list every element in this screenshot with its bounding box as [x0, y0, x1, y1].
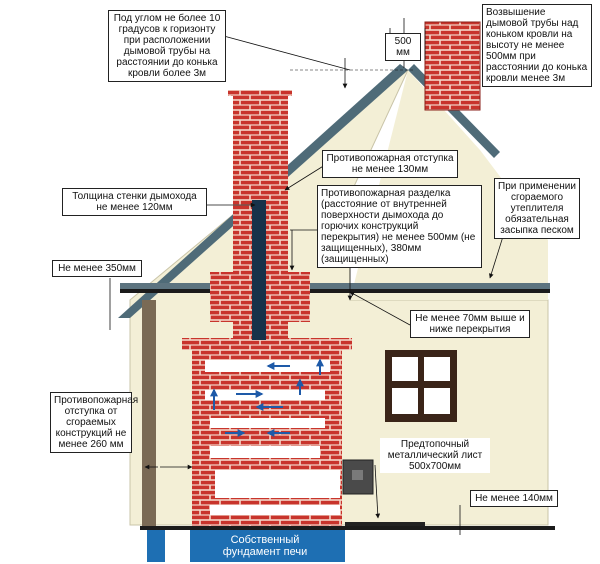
label-chimney-height-note: Возвышение дымовой трубы над коньком кро…: [482, 4, 592, 87]
stove-door-inner: [352, 470, 363, 480]
label-wall-thickness: Толщина стенки дымохода не менее 120мм: [62, 188, 207, 216]
firebox: [215, 470, 340, 498]
channel-1: [205, 360, 330, 372]
flow-arrows: [210, 358, 324, 437]
ceiling-slab: [120, 283, 550, 289]
window: [385, 350, 457, 422]
floor-line: [140, 526, 555, 530]
label-foundation: Собственный фундамент печи: [222, 534, 308, 558]
label-chimney-height-value: 500 мм: [385, 33, 421, 61]
label-min-350: Не менее 350мм: [52, 260, 142, 277]
label-angle-note: Под углом не более 10 градусов к горизон…: [108, 10, 226, 82]
side-wall: [142, 300, 156, 530]
flue-channel: [252, 200, 266, 340]
metal-sheet: [345, 522, 425, 528]
label-insulation-sand: При применении сгораемого утеплителя обя…: [494, 178, 580, 239]
foundation-left: [147, 530, 165, 562]
label-min-140: Не менее 140мм: [470, 490, 558, 507]
ash-pit: [210, 505, 340, 515]
label-fire-cut: Противопожарная разделка (расстояние от …: [317, 185, 482, 268]
label-pre-furnace-sheet: Предтопочный металлический лист 500х700м…: [380, 438, 490, 473]
ceiling-slab-dark: [120, 289, 550, 293]
chimney-top-right: [424, 21, 481, 111]
channel-3: [210, 418, 325, 428]
channel-2: [205, 390, 325, 400]
channel-4: [210, 446, 320, 458]
stove-foundation: [190, 530, 345, 562]
chimney-cap: [228, 90, 292, 96]
stove-top: [182, 338, 352, 350]
label-min-70: Не менее 70мм выше и ниже перекрытия: [410, 310, 530, 338]
label-fire-offset-260: Противопожарная отступка от сгораемых ко…: [50, 392, 138, 453]
label-fire-offset-130: Противопожарная отступка не менее 130мм: [322, 150, 458, 178]
